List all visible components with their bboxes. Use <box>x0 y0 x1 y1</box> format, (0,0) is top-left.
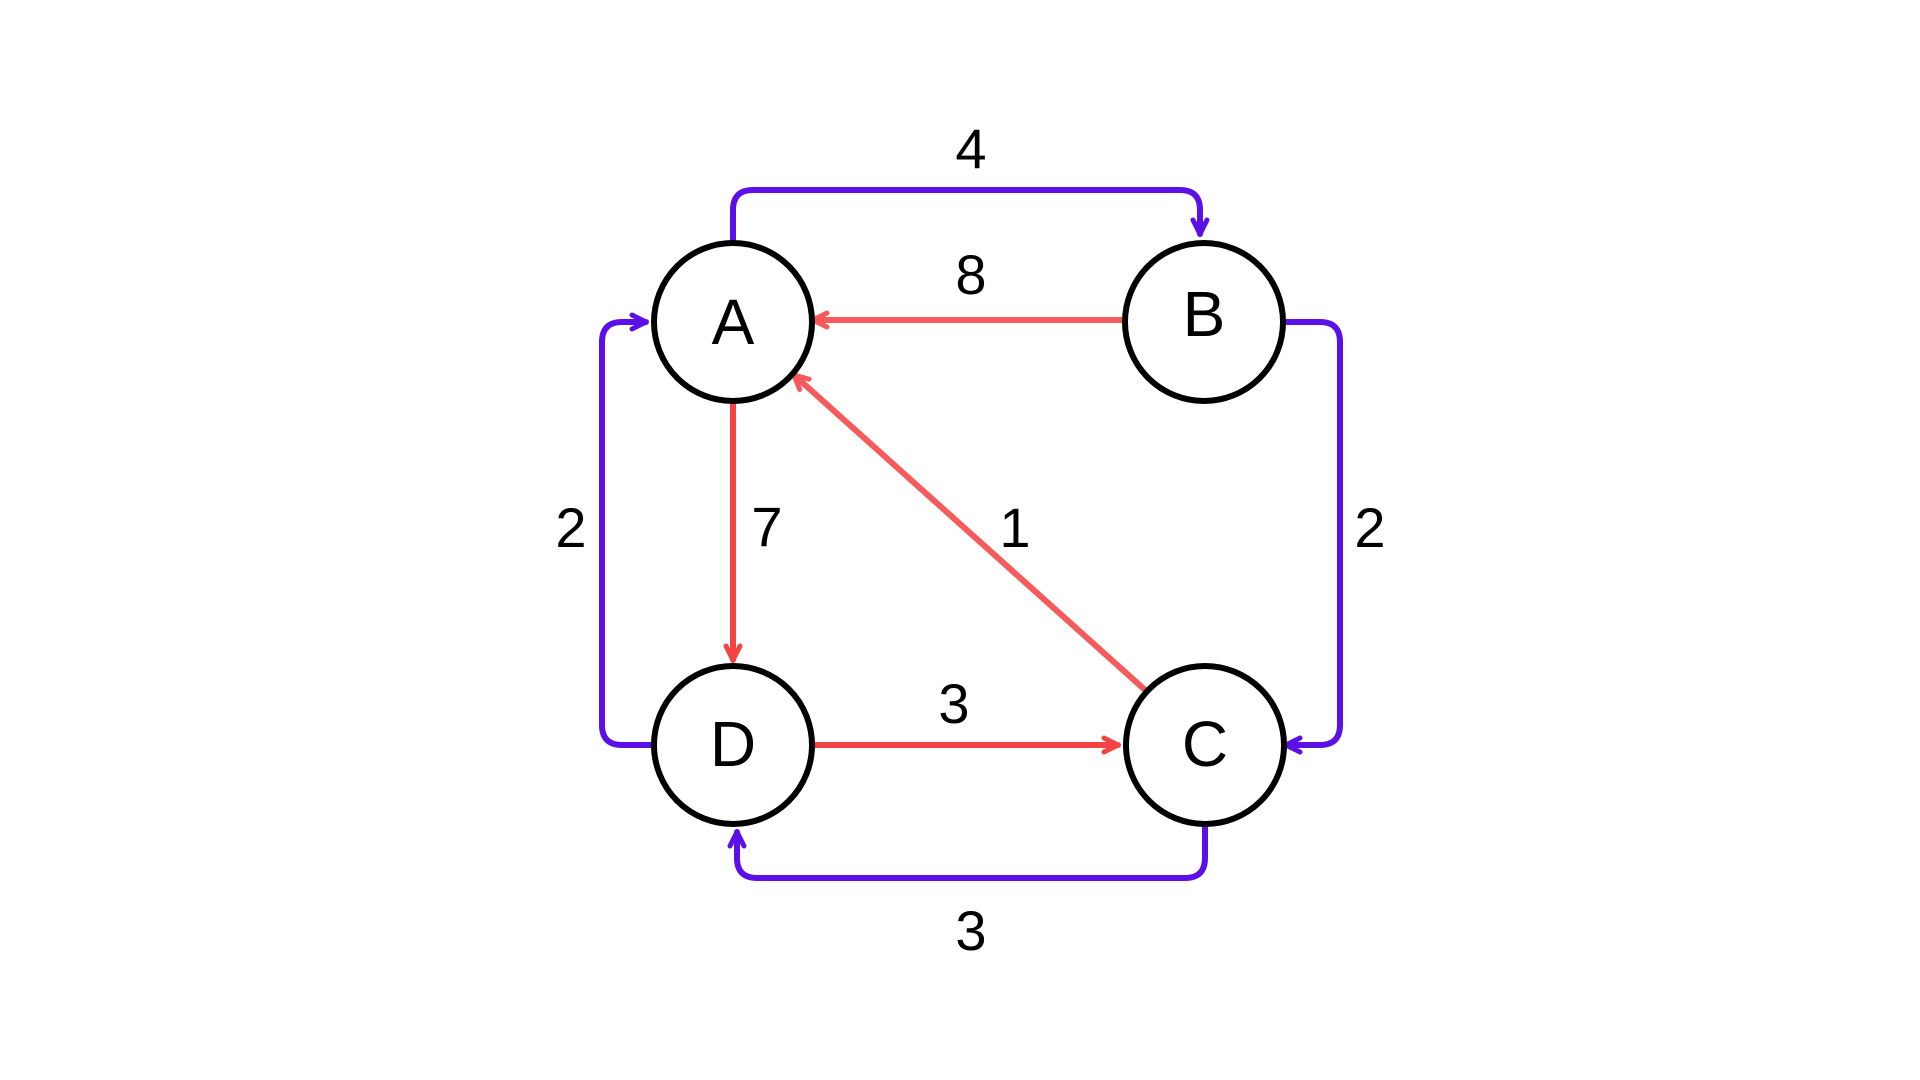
weight-a-to-b: 4 <box>955 117 986 180</box>
weight-d-to-c: 3 <box>938 672 969 735</box>
node-c: C <box>1123 663 1287 827</box>
weight-c-to-a: 1 <box>999 496 1030 559</box>
node-b: B <box>1122 240 1286 404</box>
edge-c-to-d <box>727 824 1208 881</box>
nodes: A B C D <box>651 240 1287 827</box>
weight-b-to-c: 2 <box>1354 496 1385 559</box>
weight-c-to-d: 3 <box>955 899 986 962</box>
node-d: D <box>651 663 815 827</box>
edge-c-to-a <box>791 372 1147 692</box>
weight-d-to-a: 2 <box>555 496 586 559</box>
weight-a-to-d: 7 <box>751 495 782 558</box>
edge-weights: 4 8 2 7 1 2 3 3 <box>555 117 1385 962</box>
edge-d-to-a <box>599 312 655 748</box>
edges <box>599 187 1343 881</box>
edge-a-to-b <box>730 187 1210 243</box>
node-d-label: D <box>710 708 756 780</box>
weight-b-to-a: 8 <box>955 243 986 306</box>
edge-b-to-c <box>1277 319 1343 755</box>
node-a: A <box>651 240 815 404</box>
node-b-label: B <box>1183 278 1226 350</box>
node-a-label: A <box>712 286 755 358</box>
node-c-label: C <box>1182 708 1228 780</box>
